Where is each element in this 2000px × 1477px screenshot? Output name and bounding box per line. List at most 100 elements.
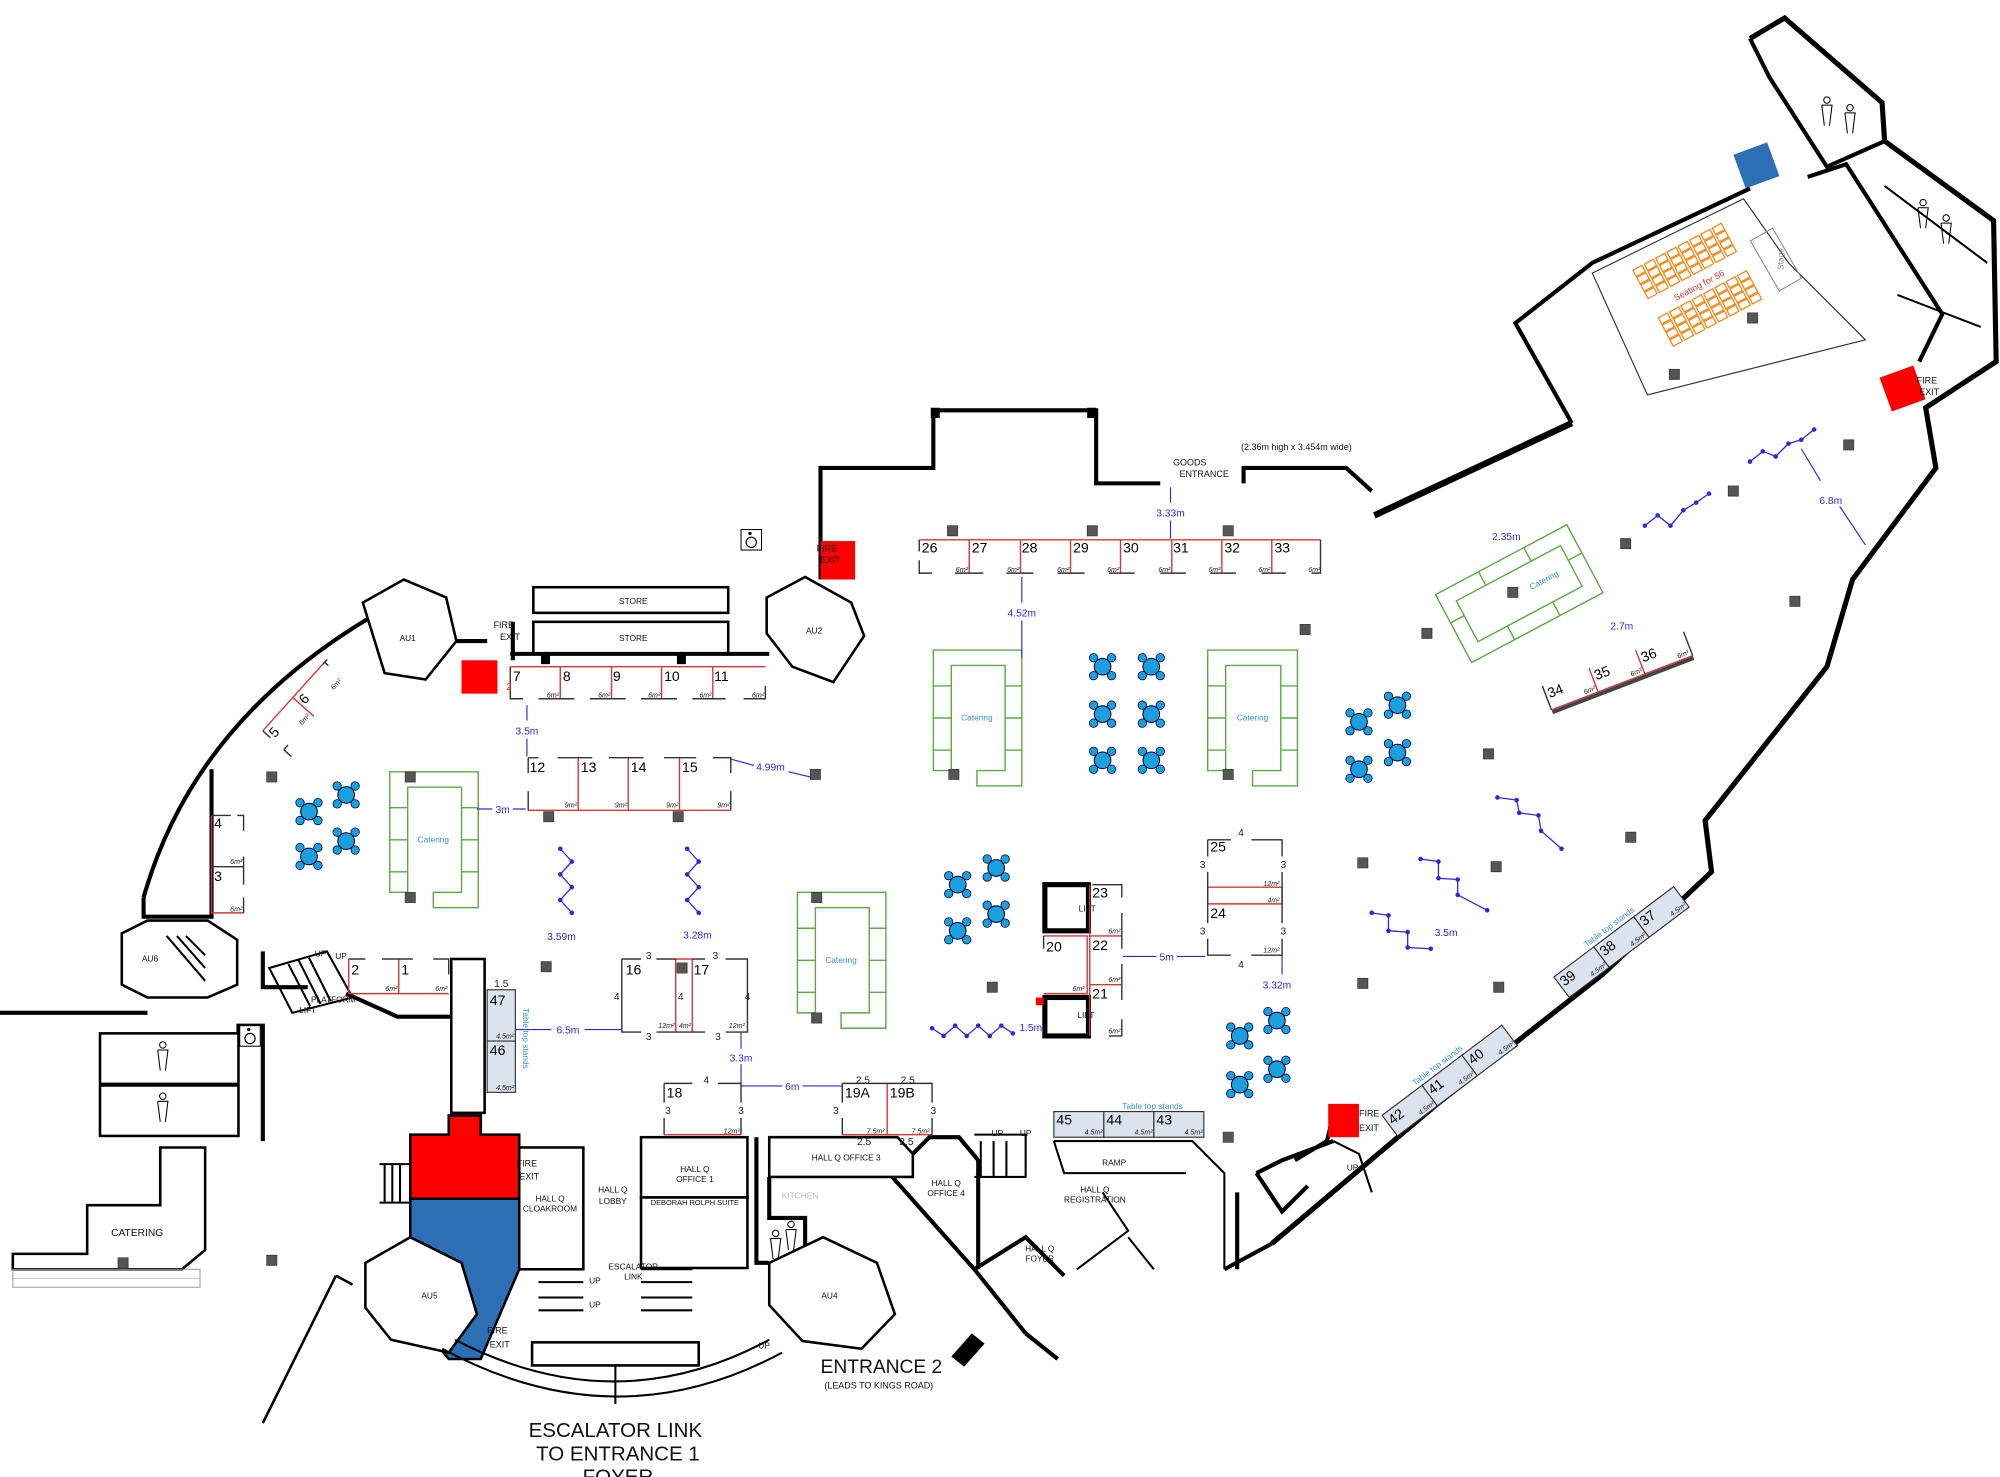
red-assembly-block xyxy=(408,1114,521,1201)
round-table xyxy=(295,797,323,826)
round-table xyxy=(1263,1006,1291,1035)
body xyxy=(770,1237,782,1260)
seat-icon xyxy=(1651,273,1666,287)
body xyxy=(157,1100,169,1122)
table-icon xyxy=(337,832,356,850)
chair-icon xyxy=(1088,700,1099,710)
chair-icon xyxy=(1088,746,1099,756)
chair-icon xyxy=(944,871,954,881)
seat-icon xyxy=(1668,306,1683,319)
stands-37-39: Table top stands 39 38 37 4.5m² 4.5m² 4.… xyxy=(1553,885,1690,999)
toilet-female-icon xyxy=(1917,198,1929,229)
table-icon xyxy=(1093,657,1112,676)
round-table xyxy=(1226,1022,1254,1050)
seat-icon xyxy=(1744,284,1759,298)
seat-icon xyxy=(1721,296,1736,310)
seat-icon xyxy=(1711,222,1726,236)
stand-dim: 3 xyxy=(1280,927,1286,938)
body xyxy=(1917,207,1929,229)
lift-lower xyxy=(1042,994,1092,1039)
barrier-line xyxy=(686,848,700,914)
chair-icon xyxy=(1137,764,1147,774)
barrier-line xyxy=(1644,493,1710,527)
speaker-icon xyxy=(1668,368,1680,380)
label-office1: OFFICE 1 xyxy=(676,1174,714,1184)
stand-number: 19B xyxy=(890,1084,915,1100)
barrier-post xyxy=(1369,910,1375,916)
speaker-icon xyxy=(1357,977,1369,989)
chair-icon xyxy=(982,854,992,864)
stand-number: 30 xyxy=(1123,540,1139,556)
zigzag-barriers xyxy=(557,427,1817,1039)
table-icon xyxy=(300,847,318,866)
barrier-line xyxy=(1749,429,1815,463)
seat-icon xyxy=(1681,247,1696,261)
chair-icon xyxy=(962,871,972,881)
stand-area: 6m² xyxy=(1108,977,1121,984)
speaker-icon xyxy=(1421,627,1433,639)
seat-icon xyxy=(1636,271,1651,285)
room-office1 xyxy=(639,1135,749,1199)
barrier-post xyxy=(1811,427,1817,432)
stand-number: 23 xyxy=(1092,884,1108,900)
stand-number: 10 xyxy=(664,668,680,684)
zigzag-barrier xyxy=(929,1023,1016,1039)
stand-area: 6m² xyxy=(1108,928,1121,935)
barrier-post xyxy=(1773,454,1778,459)
chair-icon xyxy=(962,935,972,945)
head xyxy=(771,1229,780,1238)
stand-area: 6m² xyxy=(1630,667,1644,678)
chair-icon xyxy=(350,827,360,837)
speaker-icon xyxy=(1843,439,1855,451)
dimension-label: 3.5m xyxy=(516,727,539,738)
barrier-post xyxy=(975,1023,981,1028)
stand-dim: 4 xyxy=(678,992,684,1003)
chair-icon xyxy=(332,799,342,809)
chair-icon xyxy=(944,889,954,899)
speaker-icon xyxy=(1483,748,1494,760)
catering-area: Catering xyxy=(796,891,887,1029)
speaker-icon xyxy=(809,768,821,780)
room-au4 xyxy=(767,1235,897,1351)
lift-upper xyxy=(1042,882,1092,934)
stand-number: 36 xyxy=(1638,645,1659,666)
speaker-icon xyxy=(948,768,960,780)
seat-icon xyxy=(1702,288,1717,301)
stand-dim: 4 xyxy=(704,1075,710,1086)
stand-depth: 2 xyxy=(506,682,512,693)
chair-icon xyxy=(1137,700,1147,710)
svg-text:EXIT: EXIT xyxy=(500,632,520,642)
chair-icon xyxy=(1000,918,1010,928)
stand-number: 35 xyxy=(1592,662,1613,683)
barrier-post xyxy=(696,859,702,864)
stand-area: 12m² xyxy=(1263,948,1280,955)
seat-icon xyxy=(1717,289,1732,303)
stand-area: 6m² xyxy=(1108,1028,1121,1035)
label-kitchen: KITCHEN xyxy=(782,1191,819,1201)
seat-icon xyxy=(1677,240,1692,254)
head xyxy=(159,1041,167,1049)
stand-number: 1 xyxy=(401,961,409,977)
stand-area: 4.5m² xyxy=(496,1034,515,1041)
barrier-post xyxy=(1798,437,1804,443)
seat-icon xyxy=(1691,322,1706,335)
table-icon xyxy=(987,859,1005,877)
stand-area: 4.5m² xyxy=(496,1085,515,1092)
label-escalator-link: ESCALATOR xyxy=(608,1261,658,1271)
stands-5-6: 5 6 6m² 6m² xyxy=(262,658,344,758)
toilet-female-icon xyxy=(1821,96,1833,126)
chair-icon xyxy=(1383,756,1394,767)
barrier-post xyxy=(1455,892,1460,898)
speaker-icon xyxy=(1747,312,1759,324)
chair-icon xyxy=(1155,718,1165,728)
barrier-post xyxy=(696,910,702,916)
chair-icon xyxy=(1155,653,1165,663)
table-icon xyxy=(1230,1075,1249,1094)
escalator xyxy=(530,1341,701,1367)
table-icon xyxy=(1350,712,1368,731)
chair-icon xyxy=(1106,718,1117,728)
svg-text:FIRE: FIRE xyxy=(517,1159,537,1169)
seat-icon xyxy=(1666,274,1681,288)
